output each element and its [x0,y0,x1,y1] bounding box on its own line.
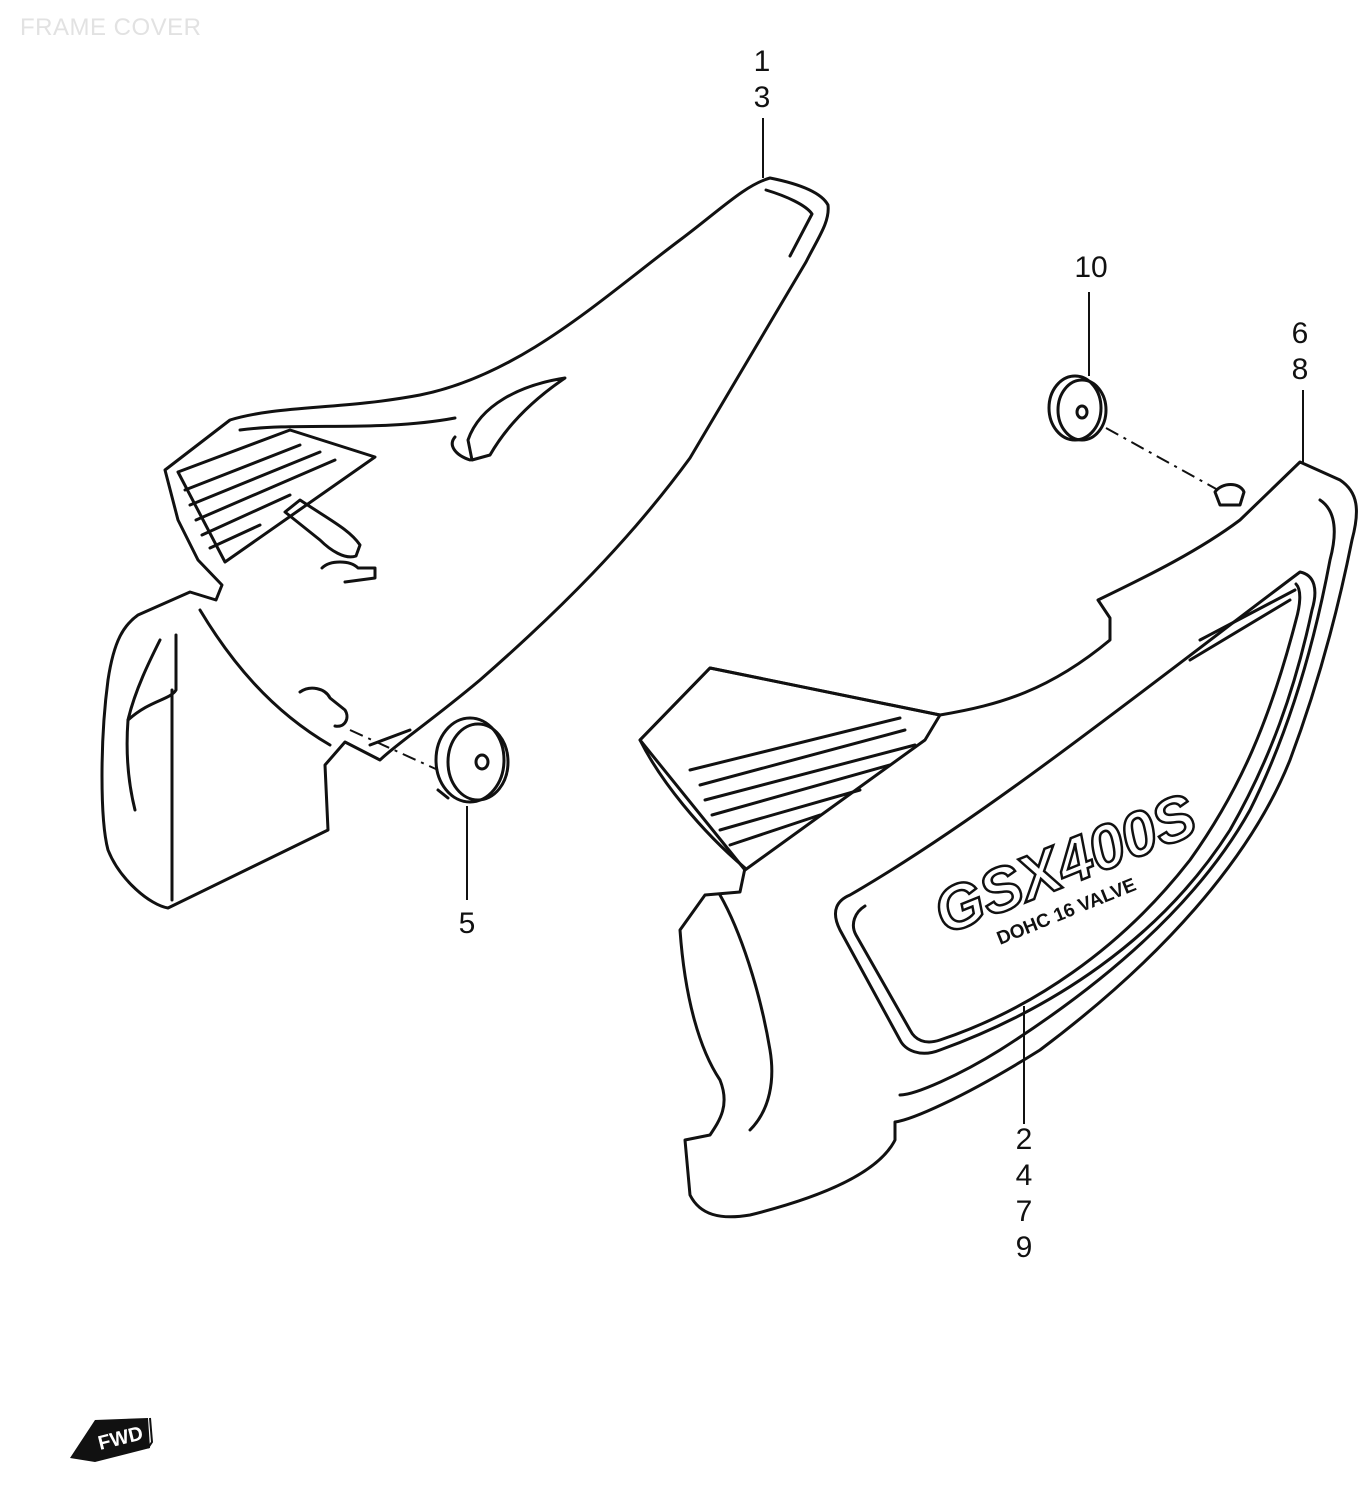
callout-right-cover-top-1: 6 [1291,317,1309,350]
callout-right-cover-bottom-2: 4 [1015,1159,1033,1192]
leader-lines [349,118,1304,1124]
left-grommet [434,716,510,804]
callout-right-cover-top-2: 8 [1291,353,1309,386]
left-frame-cover [100,176,830,910]
diagram-title: FRAME COVER [20,14,202,41]
right-frame-cover [638,460,1358,1219]
dashed-link-left [349,729,439,771]
callout-right-cover-bottom-4: 9 [1015,1231,1033,1264]
callout-left-cover-1: 1 [753,45,771,78]
callout-right-cover-bottom-1: 2 [1015,1123,1033,1156]
callout-right-grommet: 10 [1074,251,1108,284]
callout-left-grommet: 5 [458,907,476,940]
callout-left-cover-2: 3 [753,81,771,114]
right-grommet [1047,374,1108,442]
fwd-arrow: FWD [70,1417,154,1462]
gsx400s-emblem: GSX400S DOHC 16 VALVE [923,779,1207,949]
dashed-link-right [1105,427,1219,491]
callout-right-cover-bottom-3: 7 [1015,1195,1033,1228]
